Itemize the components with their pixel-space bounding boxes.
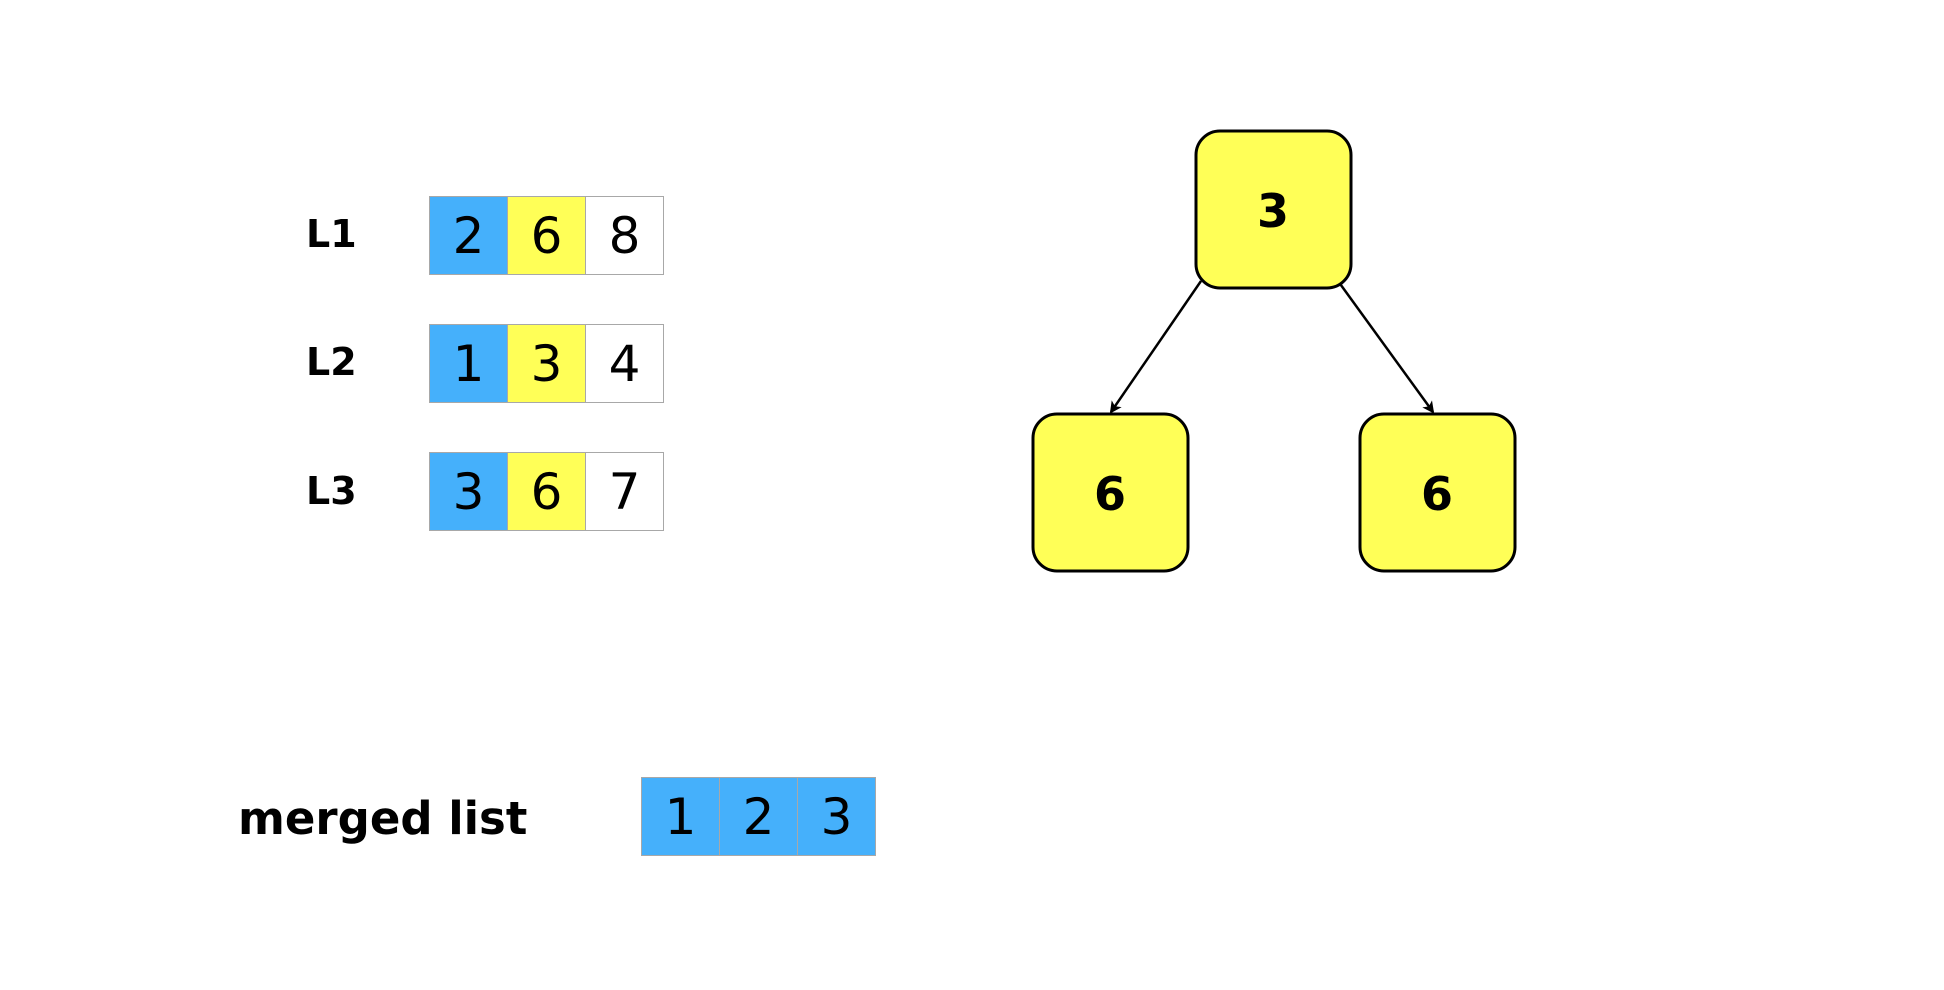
list-l2: 1 3 4 <box>429 324 664 403</box>
list-label-l1: L1 <box>306 212 357 256</box>
tree-node-right: 6 <box>1358 412 1517 573</box>
list-cell: 1 <box>429 324 508 403</box>
tree-node-root-value: 3 <box>1257 184 1289 238</box>
tree-node-root: 3 <box>1194 129 1353 290</box>
merged-list-label: merged list <box>238 792 528 845</box>
tree-edge-left <box>1109 280 1203 414</box>
tree-node-left-value: 6 <box>1094 467 1126 521</box>
merged-list: 1 2 3 <box>641 777 876 856</box>
list-cell: 2 <box>429 196 508 275</box>
merged-cell: 1 <box>641 777 720 856</box>
tree-node-right-value: 6 <box>1421 467 1453 521</box>
list-l3: 3 6 7 <box>429 452 664 531</box>
tree-node-left: 6 <box>1031 412 1190 573</box>
list-cell: 4 <box>585 324 664 403</box>
list-cell: 3 <box>429 452 508 531</box>
list-label-l3: L3 <box>306 469 357 513</box>
merged-cell: 2 <box>719 777 798 856</box>
list-l1: 2 6 8 <box>429 196 664 275</box>
list-label-l2: L2 <box>306 340 357 384</box>
list-cell: 7 <box>585 452 664 531</box>
list-cell: 6 <box>507 452 586 531</box>
merged-cell: 3 <box>797 777 876 856</box>
list-cell: 8 <box>585 196 664 275</box>
tree-edge-right <box>1336 280 1435 414</box>
